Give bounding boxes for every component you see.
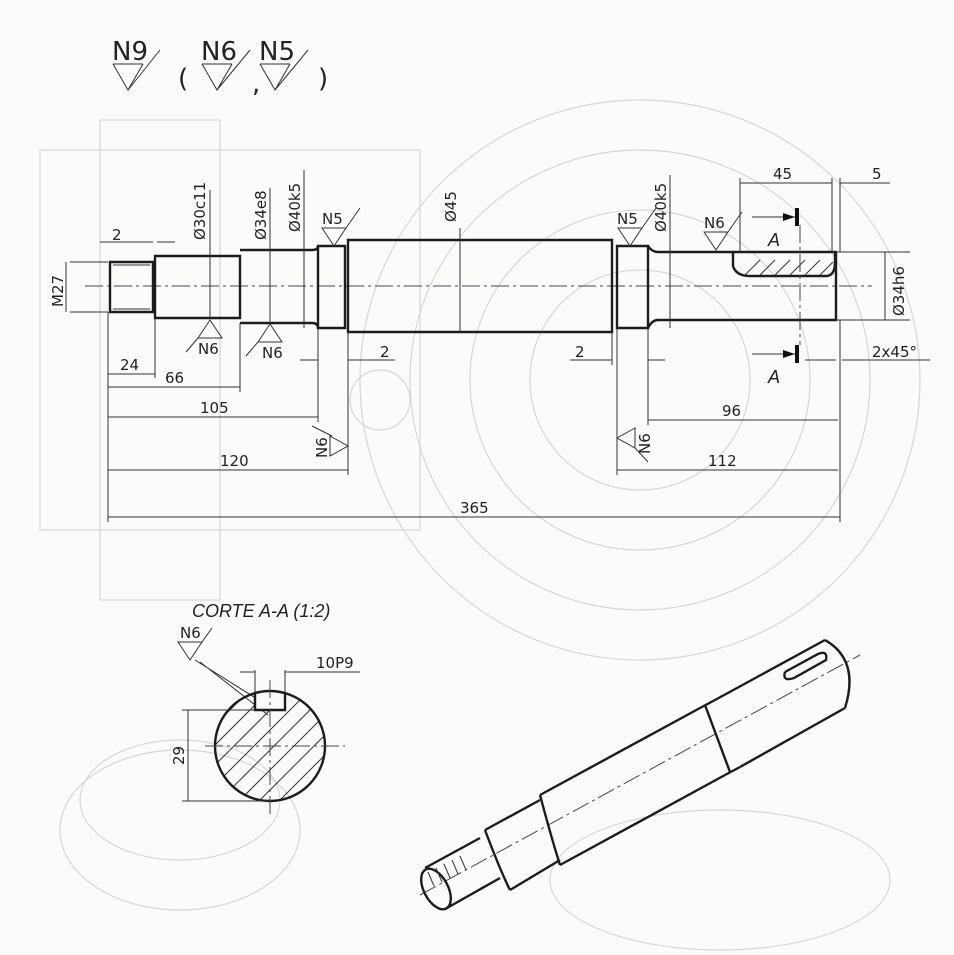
keyway	[731, 252, 837, 278]
dimension-label: N6	[704, 214, 725, 232]
dimension-label: 105	[200, 399, 229, 417]
dimension-label: N6	[636, 433, 654, 454]
dimension-lines	[65, 170, 930, 522]
dimension-label: Ø34h6	[890, 266, 908, 316]
dimension-label: )	[318, 64, 328, 94]
finish-marks: N5 N6 N6 N6 N5 N6 N6	[185, 207, 743, 463]
dimension-label: (	[178, 64, 188, 94]
dimension-label: 2	[112, 226, 122, 244]
dimension-label: 29	[170, 746, 188, 765]
dimension-label: M27	[49, 275, 67, 307]
dimension-label: 5	[872, 165, 882, 183]
dimension-label: 10P9	[316, 654, 354, 672]
dimension-label: N6	[262, 344, 283, 362]
dimension-label: 45	[773, 165, 792, 183]
dimension-label: N5	[617, 210, 638, 228]
dimension-label: 120	[220, 452, 249, 470]
collar-left	[316, 244, 347, 330]
dimension-label: N5	[322, 210, 343, 228]
finish-general: N9	[112, 37, 148, 67]
dimension-label: 112	[708, 452, 737, 470]
dimension-label: 24	[120, 356, 139, 374]
dimension-label: 2x45°	[872, 343, 917, 361]
section-view-a-a: CORTE A-A (1:2) N6 10P9 29	[170, 601, 360, 815]
step-d30	[153, 254, 242, 320]
dimension-label: Ø45	[442, 191, 460, 222]
dimension-label: N6	[180, 624, 201, 642]
dimension-label: 66	[165, 369, 184, 387]
keyway-hatch	[744, 259, 834, 276]
dimension-label: Ø34e8	[252, 190, 270, 240]
shaft-isometric-view	[419, 638, 861, 911]
surface-finish-header: N9 ( N6 , N5 )	[112, 37, 328, 99]
background-ghost-drawing	[39, 99, 921, 951]
dimension-label: Ø30c11	[191, 182, 209, 240]
dimension-label: Ø40k5	[652, 183, 670, 232]
dimension-label: 2	[575, 343, 585, 361]
section-marker-top: A	[767, 230, 780, 250]
finish-n5: N5	[259, 37, 295, 67]
dimension-label: N6	[313, 437, 331, 458]
collar-right	[615, 244, 650, 330]
shaft-main-view: A A 2 M27 Ø30c11 Ø34e8 Ø40k5 Ø45 Ø40k5 Ø…	[49, 165, 930, 522]
dimension-label: 365	[460, 499, 489, 517]
dimension-label: ,	[252, 69, 260, 99]
section-title: CORTE A-A (1:2)	[192, 601, 330, 621]
dimension-label: 2	[380, 343, 390, 361]
finish-n6: N6	[201, 37, 237, 67]
dimension-label: Ø40k5	[286, 183, 304, 232]
thread-section	[108, 260, 155, 314]
dimension-label: 96	[722, 402, 741, 420]
dimension-label: N6	[198, 340, 219, 358]
step-d34h6	[646, 245, 838, 329]
step-d34	[240, 245, 320, 329]
section-marker-bottom: A	[767, 367, 780, 387]
